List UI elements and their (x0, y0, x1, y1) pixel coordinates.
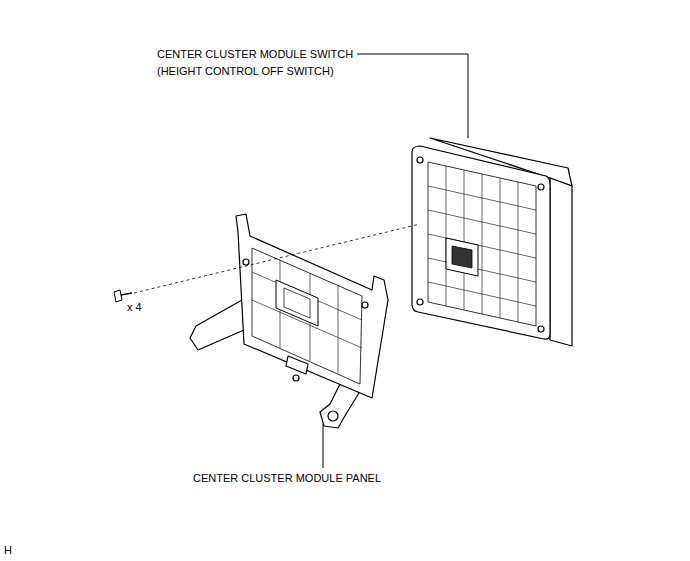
screw-shank (121, 293, 132, 295)
panel-clip (286, 356, 308, 374)
panel-hole (328, 411, 338, 421)
panel-hole (362, 302, 368, 308)
panel-hole (243, 259, 249, 265)
label-text: H (4, 544, 12, 556)
assembly-line (134, 224, 420, 293)
screw (114, 290, 132, 302)
switch-face (412, 146, 550, 339)
switch-side (550, 178, 572, 346)
module-switch (412, 138, 572, 346)
switch-connector-pin (452, 246, 472, 268)
label-text: x 4 (127, 301, 142, 313)
panel-grid (252, 260, 362, 373)
switch-hole (538, 326, 544, 332)
switch-grid (428, 166, 536, 322)
switch-hole (538, 184, 544, 190)
leader-line (323, 424, 324, 468)
panel-inner (252, 248, 362, 384)
screw-head (114, 290, 122, 302)
panel-window (276, 280, 318, 326)
switch-connector (446, 238, 478, 276)
quantity-note: x 4 (127, 299, 142, 316)
module-panel (190, 214, 388, 428)
panel-plate (236, 214, 388, 398)
switch-hole (417, 157, 423, 163)
label-text: CENTER CLUSTER MODULE PANEL (193, 472, 381, 484)
panel-pin (293, 375, 299, 381)
panel-left-leg (190, 300, 244, 350)
part-name: CENTER CLUSTER MODULE PANEL (193, 470, 381, 487)
panel-window-inner (284, 288, 310, 318)
switch-inner (428, 162, 536, 326)
label-text: CENTER CLUSTER MODULE SWITCH (HEIGHT CON… (157, 48, 353, 77)
part-name: CENTER CLUSTER MODULE SWITCH (HEIGHT CON… (157, 46, 369, 80)
leader-line (357, 54, 468, 138)
figure-id: H (4, 542, 12, 559)
switch-hole (417, 299, 423, 305)
leader-lines (323, 54, 468, 468)
